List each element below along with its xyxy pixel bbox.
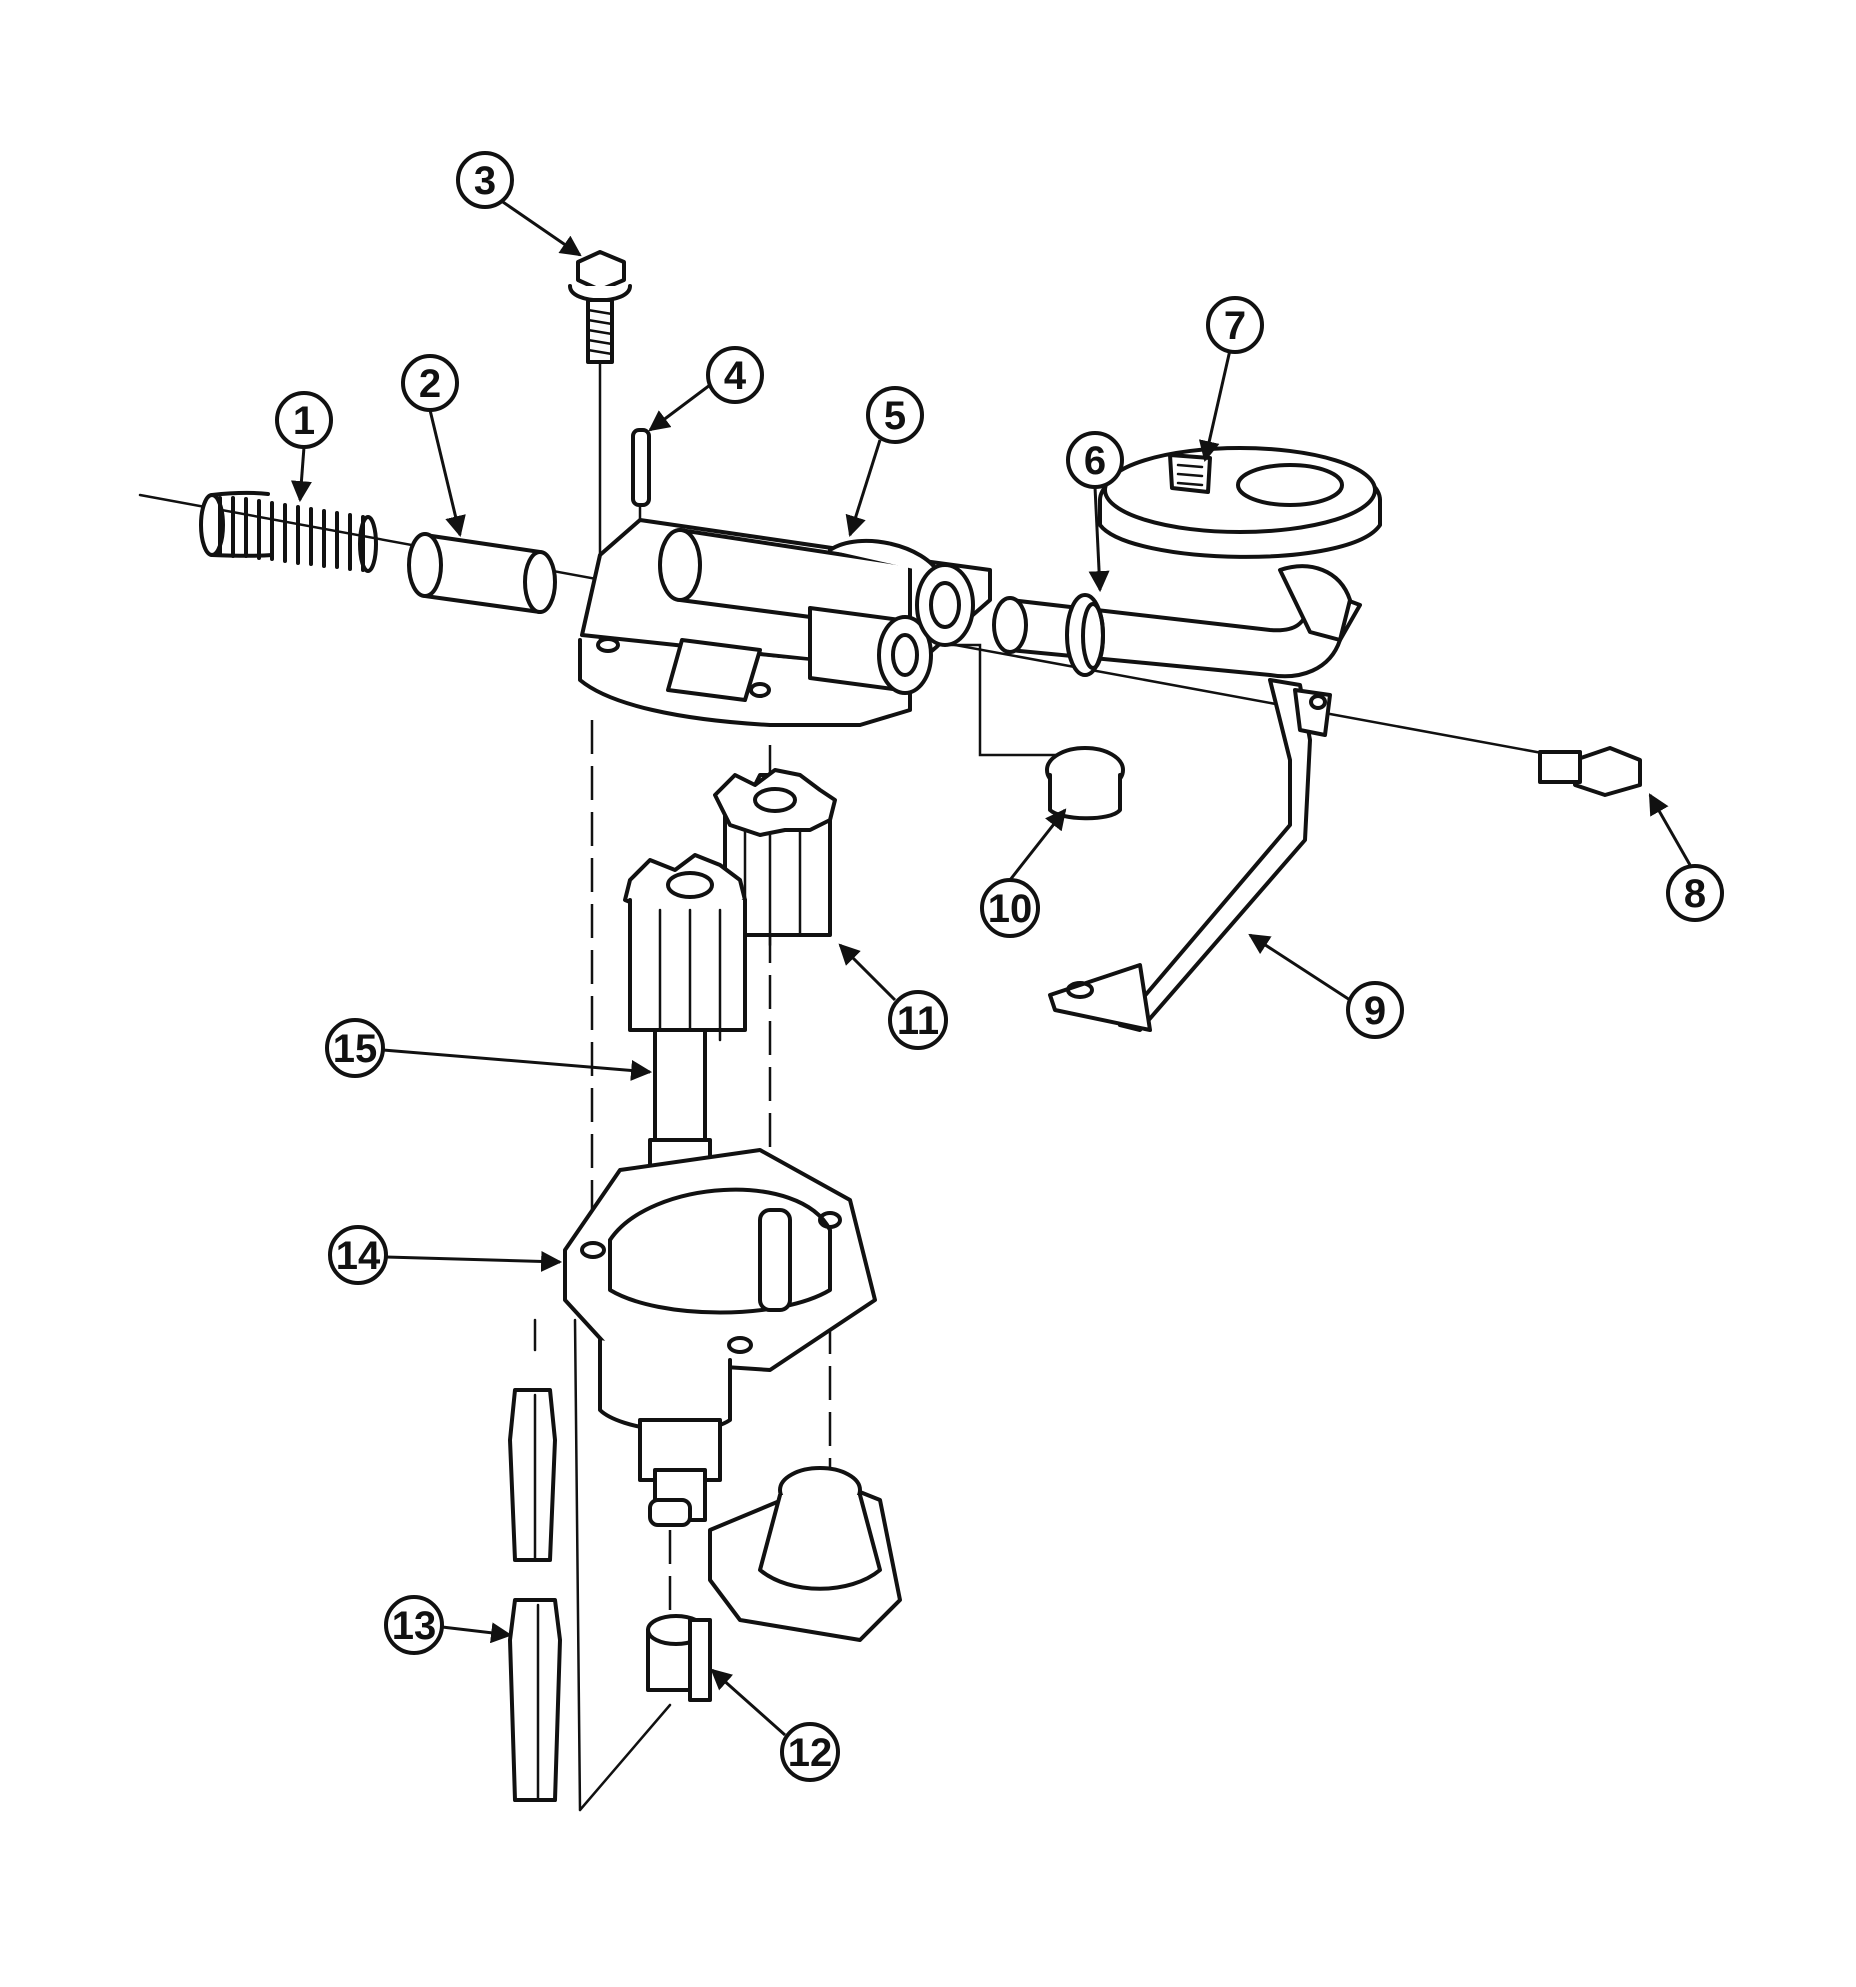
callout-7-label: 7: [1224, 304, 1246, 348]
callout-11: 11: [838, 943, 948, 1050]
callout-15-label: 15: [333, 1027, 378, 1071]
callout-10-label: 10: [988, 887, 1033, 931]
callout-13: 13: [384, 1595, 513, 1655]
callout-2-label: 2: [419, 362, 441, 406]
callout-8-label: 8: [1684, 872, 1706, 916]
part-11-gears: [623, 768, 837, 1047]
callout-6: 6: [1066, 431, 1124, 593]
callout-9-label: 9: [1364, 989, 1386, 1033]
callout-13-label: 13: [392, 1604, 437, 1648]
part-1-spring: [199, 490, 378, 573]
part-10-cap: [1045, 746, 1125, 821]
part-8-bolt: [1538, 746, 1642, 797]
callout-11-label: 11: [897, 999, 939, 1043]
callout-8: 8: [1648, 793, 1724, 922]
callout-12: 12: [710, 1668, 840, 1782]
callout-4-label: 4: [724, 354, 747, 398]
part-2-sleeve: [407, 532, 557, 614]
callout-5: 5: [845, 386, 924, 538]
callout-1-label: 1: [293, 399, 315, 443]
callout-7: 7: [1198, 296, 1264, 463]
part-14-pump-body: [563, 1148, 902, 1642]
callout-4: 4: [648, 346, 764, 432]
callout-3-label: 3: [474, 159, 496, 203]
part-12-bushing: [646, 1498, 712, 1702]
callout-14: 14: [328, 1225, 563, 1285]
part-13-hex-shaft: [508, 1318, 672, 1812]
callout-12-label: 12: [788, 1731, 833, 1775]
part-6-tube: [992, 588, 1362, 679]
part-9-bracket: [1048, 678, 1332, 1032]
part-7-strainer: [1098, 446, 1382, 642]
callout-6-label: 6: [1084, 439, 1106, 483]
callout-3: 3: [456, 151, 582, 257]
callout-1: 1: [275, 391, 333, 503]
callout-14-label: 14: [336, 1234, 381, 1278]
part-3-bolt: [568, 250, 632, 364]
callout-15: 15: [325, 1018, 653, 1081]
part-15-shaft: [648, 1028, 712, 1172]
callout-5-label: 5: [884, 394, 906, 438]
part-5-pump-cover: [578, 518, 992, 727]
callout-2: 2: [401, 354, 466, 538]
callout-10: 10: [980, 808, 1067, 938]
part-4-pin: [631, 428, 651, 507]
callout-9: 9: [1248, 933, 1404, 1039]
